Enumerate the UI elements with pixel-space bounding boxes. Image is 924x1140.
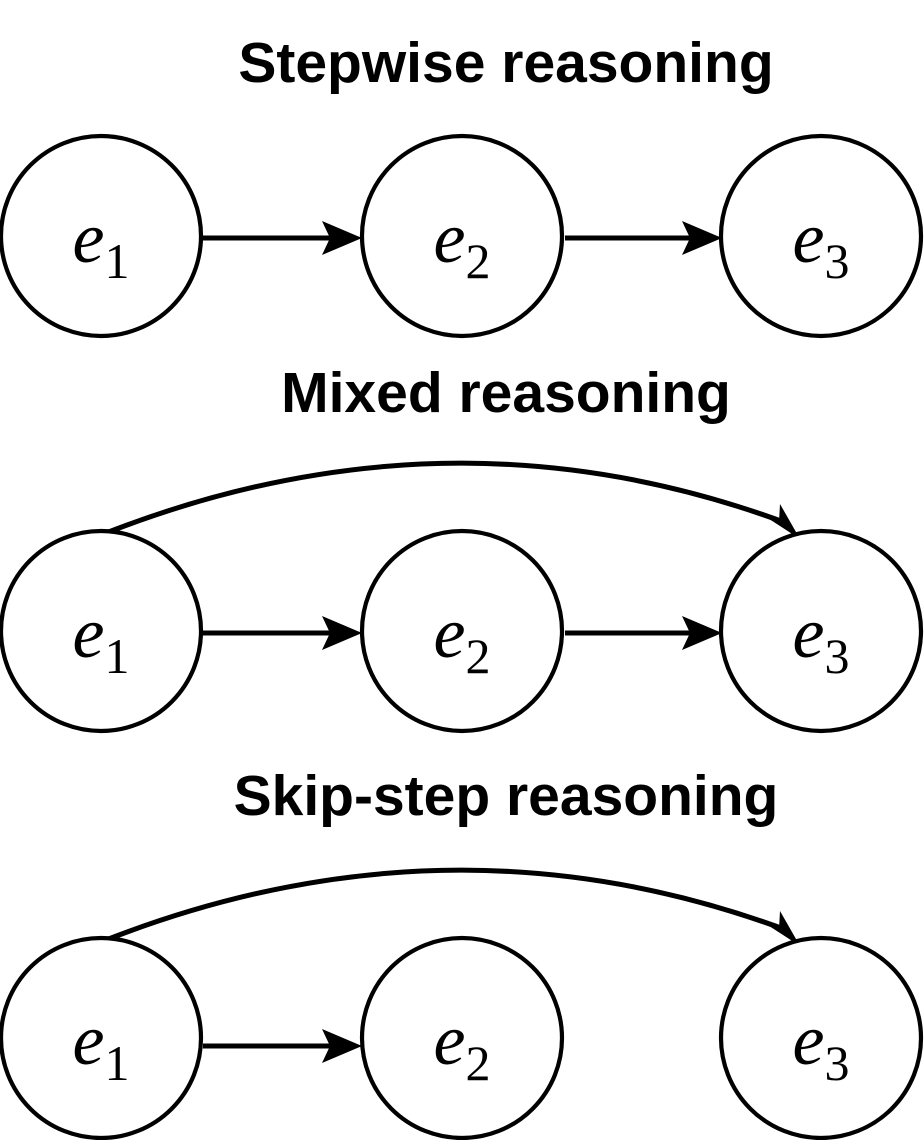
node-mixed-e1[interactable]: e1 [0, 528, 204, 734]
node-label-base: e [434, 198, 466, 278]
node-label-subscript: 3 [824, 1035, 849, 1091]
node-label-subscript: 3 [824, 628, 849, 684]
node-mixed-e3[interactable]: e3 [718, 528, 924, 734]
node-circle[interactable] [0, 935, 204, 1140]
arrow-head-icon [763, 504, 800, 539]
node-label: e2 [434, 1000, 491, 1091]
arrow-head-icon [322, 616, 362, 650]
node-label-subscript: 1 [104, 233, 129, 289]
edge-curve-shaft [105, 867, 790, 943]
node-label-base: e [73, 593, 105, 673]
node-skip-e1[interactable]: e1 [0, 935, 204, 1140]
node-label-base: e [434, 593, 466, 673]
panel-title-stepwise: Stepwise reasoning [238, 31, 773, 95]
node-label-subscript: 2 [465, 628, 490, 684]
node-label-base: e [793, 1000, 825, 1080]
node-label: e1 [73, 1000, 130, 1091]
node-circle[interactable] [359, 528, 565, 734]
node-circle[interactable] [718, 133, 924, 339]
edge-mixed-e2-e3 [565, 616, 722, 650]
node-stepwise-e1[interactable]: e1 [0, 133, 204, 339]
node-label-base: e [73, 1000, 105, 1080]
node-circle[interactable] [359, 935, 565, 1140]
edge-mixed-e1-e3-curved [105, 460, 800, 539]
arrow-head-icon [322, 1029, 362, 1063]
node-label-base: e [434, 1000, 466, 1080]
arrow-head-icon [322, 221, 362, 255]
edge-curve-shaft [105, 460, 790, 536]
node-label-base: e [793, 593, 825, 673]
node-label-subscript: 2 [465, 1035, 490, 1091]
node-label-subscript: 1 [104, 1035, 129, 1091]
node-label: e2 [434, 593, 491, 684]
node-label-base: e [73, 198, 105, 278]
node-label: e1 [73, 198, 130, 289]
node-skip-e2[interactable]: e2 [359, 935, 565, 1140]
panel-title-skip-step: Skip-step reasoning [234, 764, 779, 828]
arrow-head-icon [763, 911, 800, 946]
node-label: e3 [793, 198, 850, 289]
arrow-head-icon [682, 616, 722, 650]
arrow-head-icon [682, 221, 722, 255]
node-label: e2 [434, 198, 491, 289]
edge-mixed-e1-e2 [203, 616, 362, 650]
node-label: e3 [793, 1000, 850, 1091]
panel-mixed: Mixed reasoning e1 e2 [0, 361, 924, 734]
node-label-subscript: 3 [824, 233, 849, 289]
node-label-subscript: 1 [104, 628, 129, 684]
panel-stepwise: Stepwise reasoning e1 e2 e3 [0, 31, 924, 339]
panel-skip-step: Skip-step reasoning e1 e2 [0, 764, 924, 1140]
node-label-subscript: 2 [465, 233, 490, 289]
node-circle[interactable] [0, 133, 204, 339]
panel-title-mixed: Mixed reasoning [281, 361, 731, 425]
node-label-base: e [793, 198, 825, 278]
node-circle[interactable] [0, 528, 204, 734]
edge-skip-e1-e3-curved [105, 867, 800, 946]
node-mixed-e2[interactable]: e2 [359, 528, 565, 734]
node-skip-e3[interactable]: e3 [718, 935, 924, 1140]
node-label: e3 [793, 593, 850, 684]
node-stepwise-e2[interactable]: e2 [359, 133, 565, 339]
node-circle[interactable] [359, 133, 565, 339]
node-label: e1 [73, 593, 130, 684]
node-circle[interactable] [718, 935, 924, 1140]
edge-stepwise-e1-e2 [203, 221, 362, 255]
node-stepwise-e3[interactable]: e3 [718, 133, 924, 339]
edge-skip-e1-e2 [203, 1029, 362, 1063]
edge-stepwise-e2-e3 [565, 221, 722, 255]
node-circle[interactable] [718, 528, 924, 734]
